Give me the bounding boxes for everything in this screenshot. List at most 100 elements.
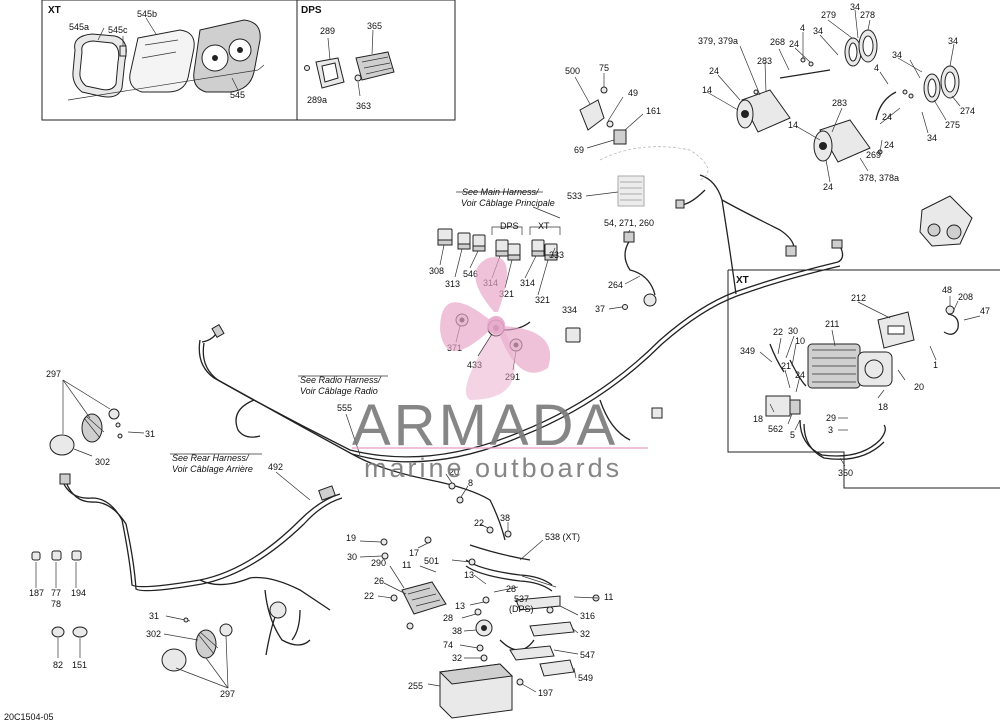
label-333: 333 <box>549 250 564 260</box>
switch-308 <box>437 228 453 246</box>
label-20a: 20 <box>914 382 924 392</box>
label-28b: 28 <box>443 613 453 623</box>
label-49: 49 <box>628 88 638 98</box>
switch-313 <box>457 232 471 250</box>
label-562: 562 <box>768 424 783 434</box>
label-24e: 24 <box>823 182 833 192</box>
label-283b: 283 <box>832 98 847 108</box>
label-82: 82 <box>53 660 63 670</box>
label-289: 289 <box>320 26 335 36</box>
label-500: 500 <box>565 66 580 76</box>
label-3: 3 <box>828 425 833 435</box>
label-78: 78 <box>51 599 61 609</box>
note-rear-harness-1: See Rear Harness/ <box>172 453 250 463</box>
solenoid-28 <box>475 619 493 637</box>
headlight-283-lower <box>813 119 871 163</box>
ring-279 <box>844 37 862 67</box>
propeller-logo <box>440 257 551 400</box>
fairlead-212 <box>877 311 915 349</box>
fuse-box-533 <box>617 175 645 207</box>
label-290: 290 <box>371 558 386 568</box>
label-24f: 24 <box>795 370 805 380</box>
label-545: 545 <box>230 90 245 100</box>
label-22b: 22 <box>474 518 484 528</box>
label-268: 268 <box>770 37 785 47</box>
label-302a: 302 <box>95 457 110 467</box>
label-30b: 30 <box>347 552 357 562</box>
note-radio-harness-1: See Radio Harness/ <box>300 375 382 385</box>
label-194: 194 <box>71 588 86 598</box>
label-20b: 20 <box>449 467 459 477</box>
watermark-title: ARMADA <box>352 393 618 458</box>
label-314b: 314 <box>520 278 535 288</box>
label-379: 379, 379a <box>698 36 738 46</box>
label-278: 278 <box>860 10 875 20</box>
label-197: 197 <box>538 688 553 698</box>
battery-area: 255 <box>346 467 613 719</box>
label-269: 269 <box>866 150 881 160</box>
label-24c: 24 <box>882 112 892 122</box>
label-1: 1 <box>933 360 938 370</box>
switch-321a <box>507 243 521 261</box>
hook-208 <box>943 305 959 335</box>
label-38a: 38 <box>500 513 510 523</box>
rear-harness <box>59 473 343 656</box>
label-22c: 22 <box>364 591 374 601</box>
label-13a: 13 <box>464 570 474 580</box>
inset-title-xt-winch: XT <box>736 275 749 286</box>
note-main-harness-1: See Main Harness/ <box>462 187 540 197</box>
label-28a: 28 <box>506 584 516 594</box>
diagram-code: 20C1504-05 <box>4 712 54 722</box>
label-32b: 32 <box>452 653 462 663</box>
nut-289a <box>304 65 310 71</box>
ring-274 <box>940 65 960 99</box>
label-38b: 38 <box>452 626 462 636</box>
label-533: 533 <box>567 191 582 201</box>
label-34d: 34 <box>948 36 958 46</box>
taillight-upper <box>49 408 120 456</box>
label-26: 26 <box>374 576 384 586</box>
headlight-283-upper <box>736 89 791 133</box>
contactor-562 <box>765 395 801 417</box>
label-22a: 22 <box>773 327 783 337</box>
label-350: 350 <box>838 468 853 478</box>
label-349: 349 <box>740 346 755 356</box>
label-545b: 545b <box>137 9 157 19</box>
screw-545c <box>119 36 127 57</box>
label-161: 161 <box>646 106 661 116</box>
label-279: 279 <box>821 10 836 20</box>
label-4b: 4 <box>874 63 879 73</box>
switch-546 <box>472 234 486 252</box>
label-11b: 11 <box>604 592 613 602</box>
label-297a: 297 <box>46 369 61 379</box>
label-18a: 18 <box>878 402 888 412</box>
label-264: 264 <box>608 280 623 290</box>
label-187: 187 <box>29 588 44 598</box>
dps-module-365 <box>355 51 395 81</box>
label-11a: 11 <box>402 560 411 570</box>
label-555: 555 <box>337 403 352 413</box>
label-255: 255 <box>408 681 423 691</box>
label-19: 19 <box>346 533 356 543</box>
label-501: 501 <box>424 556 439 566</box>
label-274: 274 <box>960 106 975 116</box>
label-4a: 4 <box>800 23 805 33</box>
label-365: 365 <box>367 21 382 31</box>
label-334: 334 <box>562 305 577 315</box>
label-297b: 297 <box>220 689 235 699</box>
label-363: 363 <box>356 101 371 111</box>
battery-255 <box>438 663 514 719</box>
inset-title-dps: DPS <box>301 5 322 16</box>
relay-290 <box>401 581 447 615</box>
label-34c: 34 <box>892 50 902 60</box>
label-547: 547 <box>580 650 595 660</box>
label-151: 151 <box>72 660 87 670</box>
label-10: 10 <box>795 336 805 346</box>
label-32a: 32 <box>580 629 590 639</box>
switch-314b <box>531 239 545 257</box>
label-24b: 24 <box>709 66 719 76</box>
taillight-lower <box>161 623 233 672</box>
label-302b: 302 <box>146 629 161 639</box>
label-75: 75 <box>599 63 609 73</box>
label-546: 546 <box>463 269 478 279</box>
